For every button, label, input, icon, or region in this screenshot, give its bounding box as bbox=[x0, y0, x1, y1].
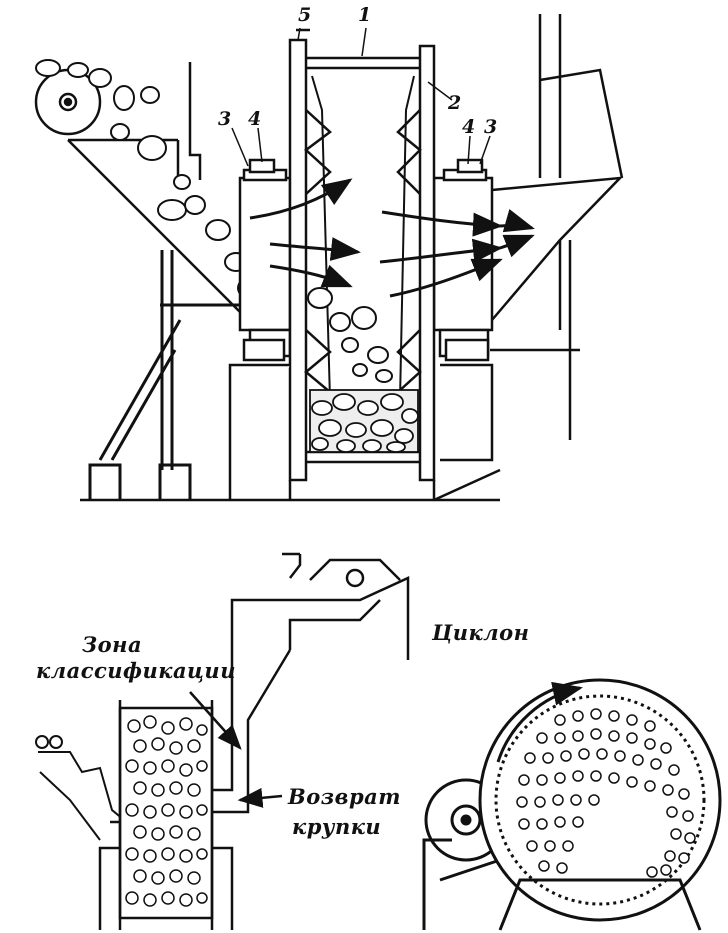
riser-duct bbox=[212, 552, 410, 814]
callout-4-right: 4 bbox=[462, 116, 476, 138]
callout-1: 1 bbox=[358, 4, 372, 26]
classifier-base bbox=[98, 820, 234, 930]
drum-balls bbox=[516, 708, 696, 878]
drum-left-wall bbox=[238, 158, 292, 358]
zone-label-line2: классификации bbox=[36, 658, 236, 683]
callout-2: 2 bbox=[448, 92, 462, 114]
classifier-figure bbox=[35, 552, 410, 930]
callout-leaders bbox=[231, 27, 491, 167]
outlet-duct bbox=[490, 14, 624, 440]
feeder-drum bbox=[34, 68, 102, 136]
chute-supports bbox=[88, 250, 240, 500]
top-figure bbox=[34, 14, 624, 502]
callout-5: 5 bbox=[298, 4, 312, 26]
drum-right-wall bbox=[432, 158, 494, 358]
drum-shell bbox=[288, 28, 436, 482]
callout-3-right: 3 bbox=[484, 116, 498, 138]
falling-lumps bbox=[307, 287, 393, 383]
airflow-arrows bbox=[249, 178, 535, 298]
return-label-line2: крупки bbox=[292, 814, 382, 839]
material-bed bbox=[309, 389, 419, 453]
callout-4-left: 4 bbox=[248, 108, 262, 130]
classifier-balls bbox=[125, 715, 208, 907]
small-feeder bbox=[35, 735, 125, 841]
cyclone-label: Циклон bbox=[432, 620, 530, 645]
return-label-line1: Возврат bbox=[288, 784, 401, 809]
bearings bbox=[80, 338, 501, 502]
classifier-arrows bbox=[189, 691, 283, 808]
callout-3-left: 3 bbox=[218, 108, 232, 130]
drum-section-figure bbox=[422, 678, 722, 931]
zone-label-line1: Зона bbox=[82, 632, 143, 657]
